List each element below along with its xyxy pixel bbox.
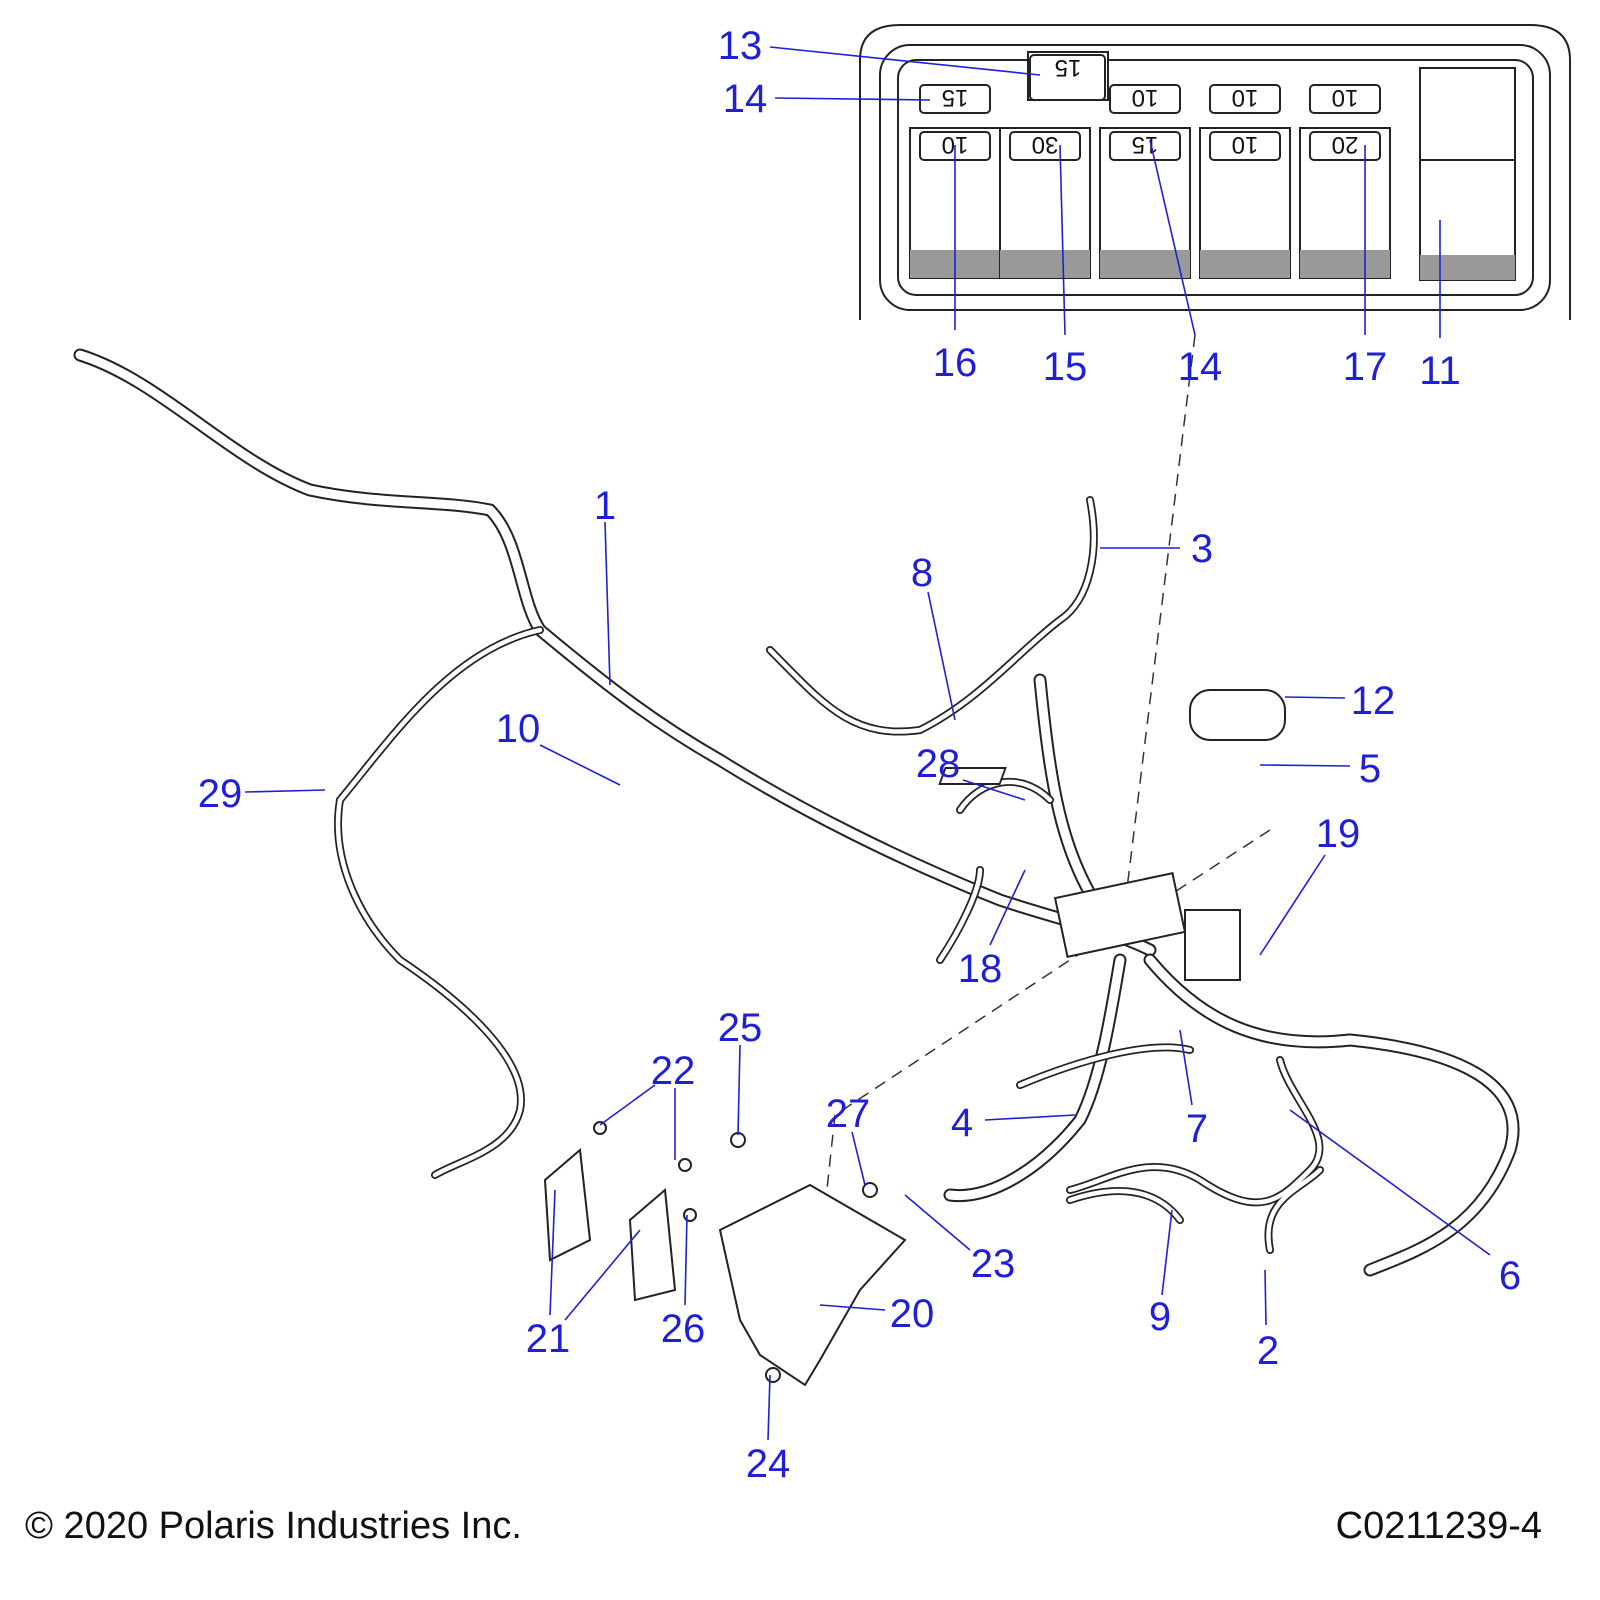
leader-line bbox=[564, 1229, 641, 1321]
callout-18: 18 bbox=[958, 947, 1003, 991]
callout-13: 13 bbox=[718, 24, 763, 68]
callout-8: 8 bbox=[911, 551, 933, 595]
callout-20: 20 bbox=[890, 1292, 935, 1336]
callout-14: 14 bbox=[723, 77, 768, 121]
leader-line bbox=[1259, 764, 1351, 767]
callout-15: 15 bbox=[1043, 345, 1088, 389]
fuse-bottom-2: 15 bbox=[1099, 127, 1191, 279]
detail-projection-line bbox=[814, 334, 1271, 1301]
callout-27: 27 bbox=[826, 1092, 871, 1136]
callout-2: 2 bbox=[1257, 1329, 1279, 1373]
callout-3: 3 bbox=[1191, 527, 1213, 571]
fuse-rating: 15 bbox=[1055, 54, 1082, 81]
leader-line bbox=[819, 1304, 886, 1311]
leader-line bbox=[604, 521, 611, 686]
fuse-rating: 10 bbox=[1232, 131, 1259, 158]
callout-26: 26 bbox=[661, 1307, 706, 1351]
leader-line bbox=[1179, 1029, 1193, 1106]
leader-line bbox=[599, 1084, 656, 1126]
leader-line bbox=[1284, 696, 1346, 699]
fuse-rating: 15 bbox=[942, 84, 969, 111]
leader-line bbox=[984, 1114, 1076, 1121]
callout-1: 1 bbox=[594, 484, 616, 528]
fuse-top-4: 10 bbox=[1309, 84, 1381, 114]
drawing-number: C0211239-4 bbox=[1335, 1505, 1542, 1547]
brackets bbox=[543, 1121, 907, 1387]
callout-25: 25 bbox=[718, 1006, 763, 1050]
leader-line bbox=[244, 789, 326, 793]
callout-23: 23 bbox=[971, 1242, 1016, 1286]
fuse-top-1: 15 bbox=[1029, 54, 1106, 101]
leader-line bbox=[927, 591, 956, 721]
callout-29: 29 bbox=[198, 772, 243, 816]
leader-line bbox=[769, 46, 1041, 76]
leader-line bbox=[767, 1374, 771, 1441]
leader-line bbox=[904, 1194, 971, 1251]
fuse-bottom-3: 10 bbox=[1199, 127, 1291, 279]
fuse-rating: 30 bbox=[1032, 131, 1059, 158]
callout-12: 12 bbox=[1351, 679, 1396, 723]
fuse-top-0: 15 bbox=[919, 84, 991, 114]
callout-22: 22 bbox=[651, 1049, 696, 1093]
fuse-bottom-1: 30 bbox=[999, 127, 1091, 279]
callout-21: 21 bbox=[526, 1317, 571, 1361]
fuse-rating: 15 bbox=[1132, 131, 1159, 158]
wiring-harness bbox=[73, 348, 1520, 1277]
leader-line bbox=[539, 744, 621, 786]
leader-line bbox=[1149, 139, 1196, 336]
callout-9: 9 bbox=[1149, 1295, 1171, 1339]
leader-line bbox=[684, 1214, 688, 1306]
leader-line bbox=[989, 869, 1026, 946]
callout-17: 17 bbox=[1343, 345, 1388, 389]
leader-line bbox=[1059, 144, 1066, 336]
callout-5: 5 bbox=[1359, 747, 1381, 791]
callout-4: 4 bbox=[951, 1101, 973, 1145]
leader-line bbox=[851, 1131, 866, 1186]
callout-16: 16 bbox=[933, 341, 978, 385]
fuse-rating: 10 bbox=[1132, 84, 1159, 111]
callout-7: 7 bbox=[1186, 1107, 1208, 1151]
leader-line bbox=[1161, 1209, 1173, 1296]
callout-14: 14 bbox=[1178, 345, 1223, 389]
fuse-rating: 10 bbox=[1232, 84, 1259, 111]
fuse-rating: 20 bbox=[1332, 131, 1359, 158]
callout-19: 19 bbox=[1316, 812, 1361, 856]
leader-line bbox=[1259, 854, 1326, 956]
callout-10: 10 bbox=[496, 707, 541, 751]
leader-line bbox=[1264, 1269, 1267, 1326]
leader-line bbox=[737, 1044, 741, 1136]
fuse-rating: 10 bbox=[1332, 84, 1359, 111]
leader-line bbox=[549, 1189, 556, 1316]
fuse-bottom-4: 20 bbox=[1299, 127, 1391, 279]
leader-line bbox=[774, 97, 931, 101]
copyright-text: © 2020 Polaris Industries Inc. bbox=[25, 1505, 522, 1547]
fuse-top-3: 10 bbox=[1209, 84, 1281, 114]
fuse-top-2: 10 bbox=[1109, 84, 1181, 114]
callout-11: 11 bbox=[1419, 349, 1461, 393]
leader-line bbox=[1289, 1109, 1491, 1256]
leader-line bbox=[962, 779, 1026, 801]
callout-6: 6 bbox=[1499, 1254, 1521, 1298]
callout-28: 28 bbox=[916, 742, 961, 786]
callout-24: 24 bbox=[746, 1442, 791, 1486]
